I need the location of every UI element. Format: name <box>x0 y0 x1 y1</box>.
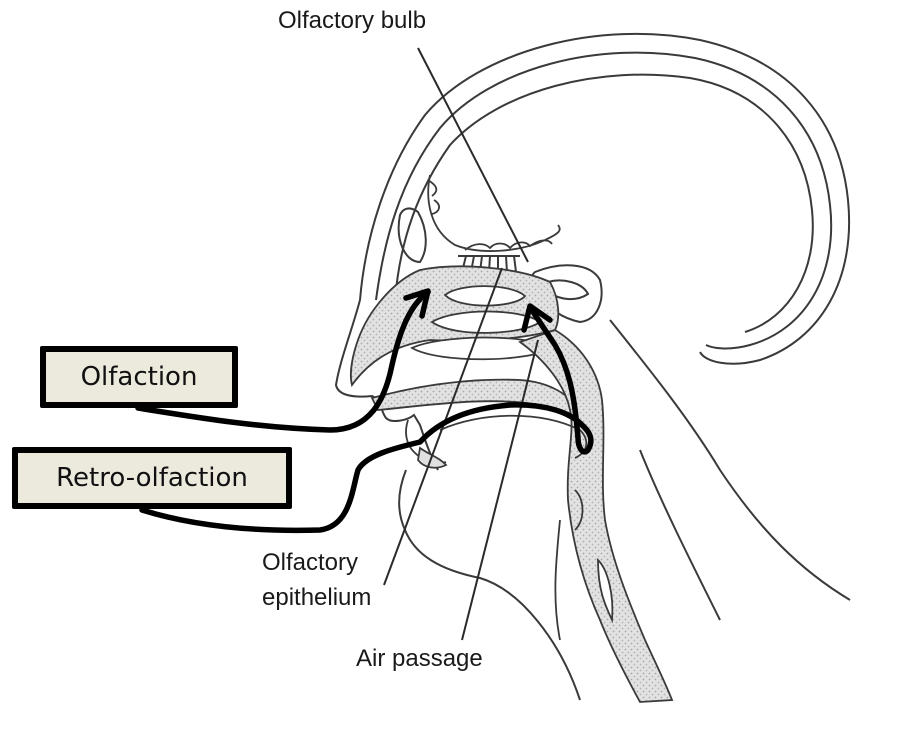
retro-olfaction-label-box: Retro-olfaction <box>12 447 292 509</box>
label-olfactory-bulb: Olfactory bulb <box>278 6 426 36</box>
retro-olfaction-label: Retro-olfaction <box>56 463 248 493</box>
brain-frontal-region <box>428 175 560 251</box>
olfaction-label-box: Olfaction <box>40 346 238 408</box>
neck-lines <box>610 320 850 620</box>
leader-olfactory-bulb <box>418 48 528 262</box>
label-olfactory-epithelium-line1: Olfactory <box>262 548 358 578</box>
label-olfactory-epithelium-line2: epithelium <box>262 583 371 613</box>
olfaction-label: Olfaction <box>81 362 198 392</box>
label-air-passage: Air passage <box>356 644 483 674</box>
hard-palate <box>372 380 590 430</box>
